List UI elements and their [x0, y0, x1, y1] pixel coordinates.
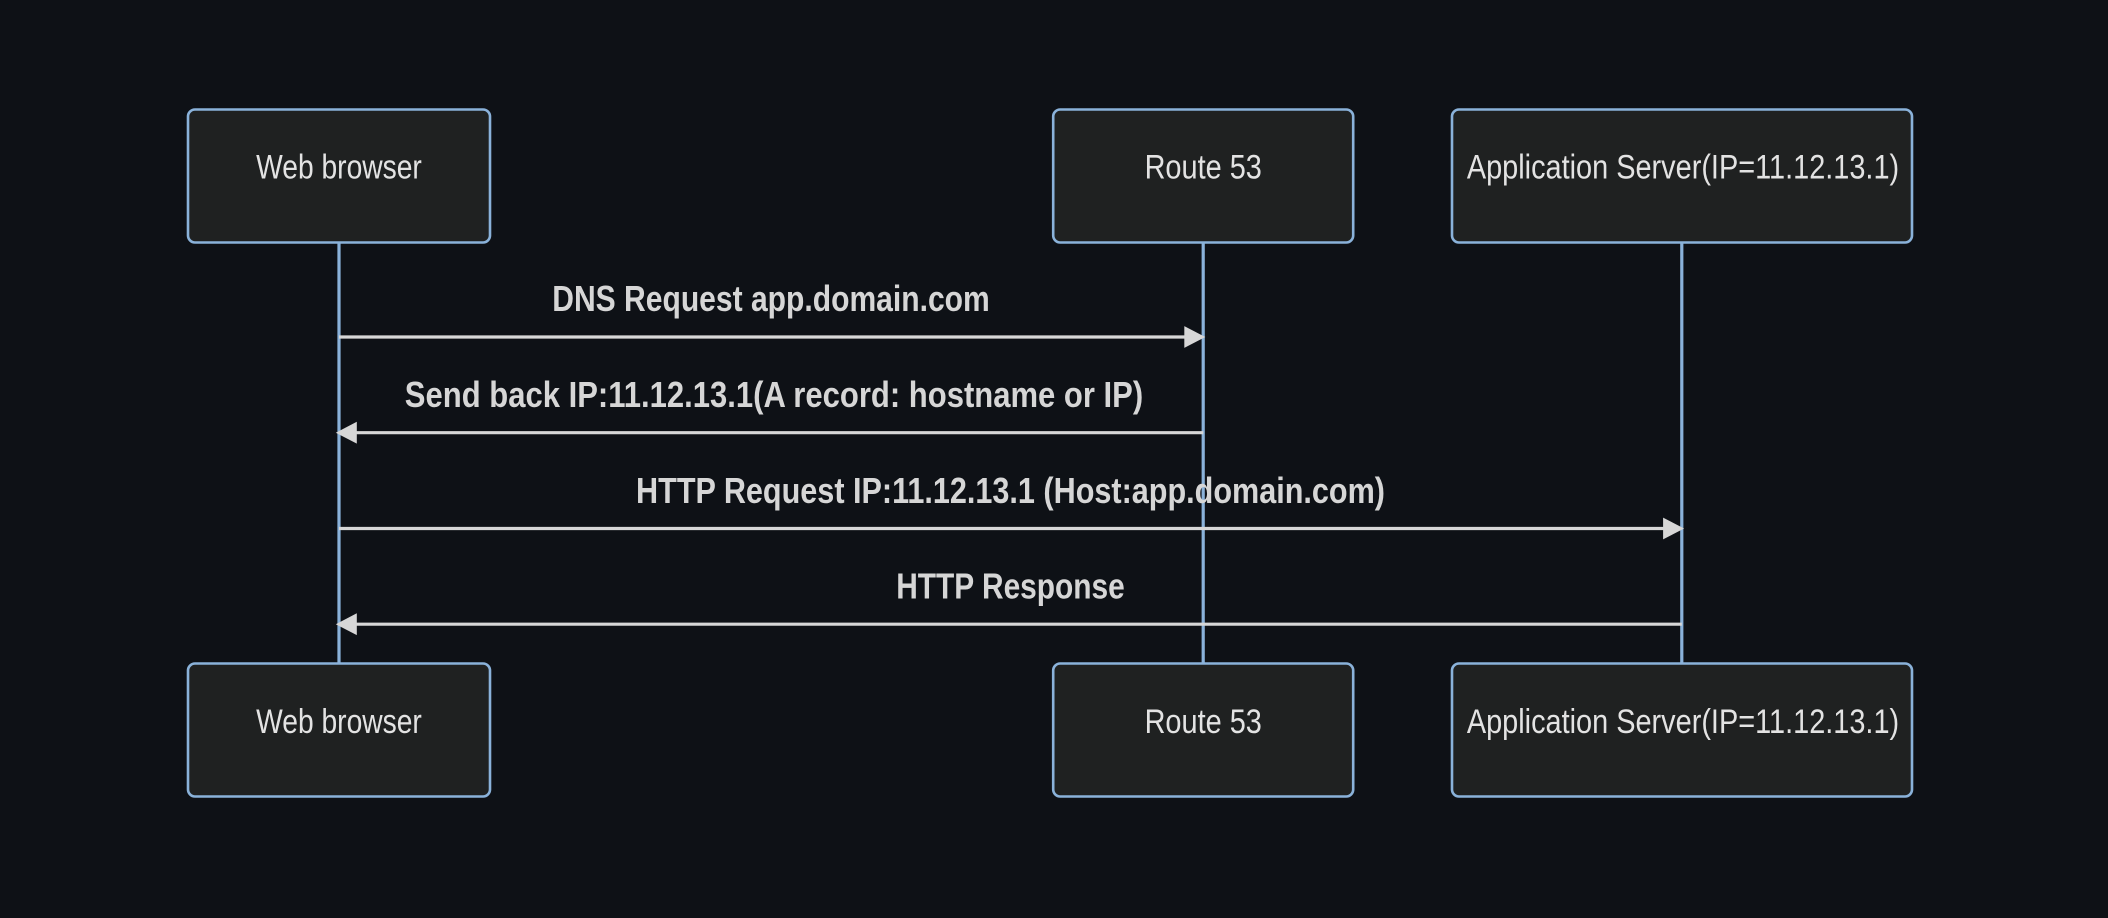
svg-text:Application Server(IP=11.12.13: Application Server(IP=11.12.13.1) — [1467, 702, 1899, 741]
svg-text:HTTP Response: HTTP Response — [896, 567, 1125, 607]
svg-text:Web browser: Web browser — [256, 148, 422, 186]
svg-text:Web browser: Web browser — [256, 703, 422, 741]
svg-text:Send back IP:11.12.13.1(A reco: Send back IP:11.12.13.1(A record: hostna… — [405, 376, 1143, 416]
svg-text:HTTP Request IP:11.12.13.1 (Ho: HTTP Request IP:11.12.13.1 (Host:app.dom… — [636, 472, 1385, 512]
svg-text:Application Server(IP=11.12.13: Application Server(IP=11.12.13.1) — [1467, 147, 1899, 186]
svg-text:Route 53: Route 53 — [1145, 147, 1262, 186]
svg-text:Route 53: Route 53 — [1145, 702, 1262, 741]
svg-text:DNS Request app.domain.com: DNS Request app.domain.com — [552, 280, 990, 320]
